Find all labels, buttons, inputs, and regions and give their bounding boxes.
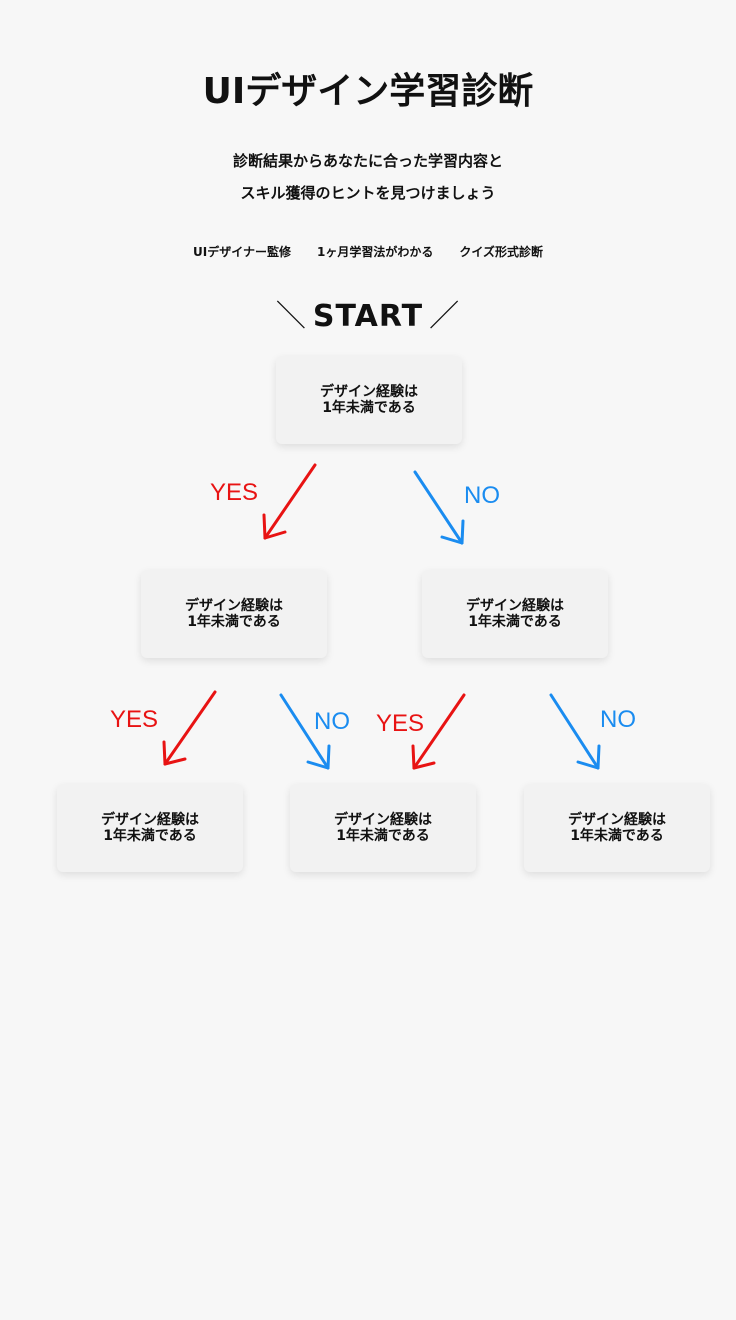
arrow-no-1 <box>413 470 465 545</box>
no-label-2b: NO <box>600 706 636 733</box>
yes-label-2b: YES <box>376 710 425 737</box>
question-text-line-1: デザイン経験は <box>185 598 283 614</box>
question-card-2-no[interactable]: デザイン経験は 1年未満である <box>422 570 608 658</box>
question-text-line-2: 1年未満である <box>570 828 664 844</box>
start-left-slash: ＼ <box>275 299 307 334</box>
no-label-1: NO <box>464 482 500 509</box>
lead-text-line-2: スキル獲得のヒントを見つけましょう <box>240 184 496 202</box>
question-text-line-1: デザイン経験は <box>334 812 432 828</box>
question-text-line-2: 1年未満である <box>468 614 562 630</box>
arrow-yes-2b <box>411 693 466 770</box>
arrow-no-2a <box>279 693 331 770</box>
question-text-line-2: 1年未満である <box>322 400 416 416</box>
tag-supervised: UIデザイナー監修 <box>193 245 291 259</box>
question-card-3-b[interactable]: デザイン経験は 1年未満である <box>290 784 476 872</box>
question-card-3-c[interactable]: デザイン経験は 1年未満である <box>524 784 710 872</box>
question-card-1[interactable]: デザイン経験は 1年未満である <box>276 356 462 444</box>
arrow-yes-1 <box>262 463 317 540</box>
page-title: UIデザイン学習診断 <box>202 71 534 112</box>
start-label: ＼START／ <box>0 291 736 335</box>
yes-label-2a: YES <box>110 706 159 733</box>
yes-label-1: YES <box>210 479 259 506</box>
no-label-2a: NO <box>314 708 350 735</box>
tag-quiz-format: クイズ形式診断 <box>459 245 543 259</box>
arrow-no-2b <box>549 693 601 770</box>
start-text: START <box>312 299 424 334</box>
question-text-line-1: デザイン経験は <box>568 812 666 828</box>
question-card-2-yes[interactable]: デザイン経験は 1年未満である <box>141 570 327 658</box>
question-text-line-1: デザイン経験は <box>101 812 199 828</box>
question-text-line-2: 1年未満である <box>187 614 281 630</box>
question-text-line-2: 1年未満である <box>103 828 197 844</box>
tag-one-month: 1ヶ月学習法がわかる <box>316 245 434 259</box>
feature-tags: UIデザイナー監修 1ヶ月学習法がわかる クイズ形式診断 <box>0 243 736 260</box>
start-right-slash: ／ <box>429 299 461 334</box>
arrow-yes-2a <box>162 690 217 766</box>
question-text-line-2: 1年未満である <box>336 828 430 844</box>
question-text-line-1: デザイン経験は <box>466 598 564 614</box>
question-text-line-1: デザイン経験は <box>320 384 418 400</box>
lead-text-line-1: 診断結果からあなたに合った学習内容と <box>232 152 503 170</box>
question-card-3-a[interactable]: デザイン経験は 1年未満である <box>57 784 243 872</box>
